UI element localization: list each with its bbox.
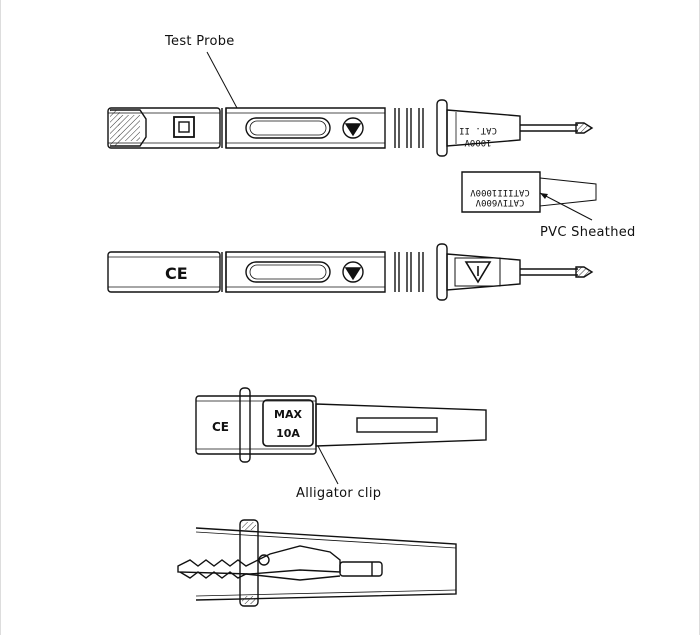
pvc-sheathed-label: PVC Sheathed [540, 225, 636, 240]
alligator-clip-section [177, 519, 457, 607]
clip-rating-line2: 10A [276, 427, 300, 440]
alligator-clip-label: Alligator clip [296, 486, 381, 501]
pvc-sheathed-arrowhead [540, 193, 548, 199]
sheath-rating-line2: CATIV600V [475, 197, 524, 207]
probe-top-rating-line2: 1000V [464, 137, 492, 147]
clip-rating-line1: MAX [274, 408, 302, 421]
test-probe-leader [206, 51, 238, 109]
alligator-clip-leader [317, 445, 339, 485]
alligator-clip-side [195, 387, 487, 463]
sheath-rating-line1: CATIII1000V [470, 187, 530, 197]
test-probe-label: Test Probe [164, 34, 235, 49]
pvc-sheathed-leader [539, 192, 593, 221]
pvc-sheath [461, 171, 597, 213]
test-probe-bottom [107, 243, 594, 301]
test-probe-top [107, 99, 594, 157]
left-frame-line [0, 0, 1, 635]
clip-ce-mark: CE [212, 420, 229, 434]
probe-bottom-ce-mark: CE [165, 264, 188, 283]
probe-top-rating-line1: CAT. II [459, 125, 497, 135]
